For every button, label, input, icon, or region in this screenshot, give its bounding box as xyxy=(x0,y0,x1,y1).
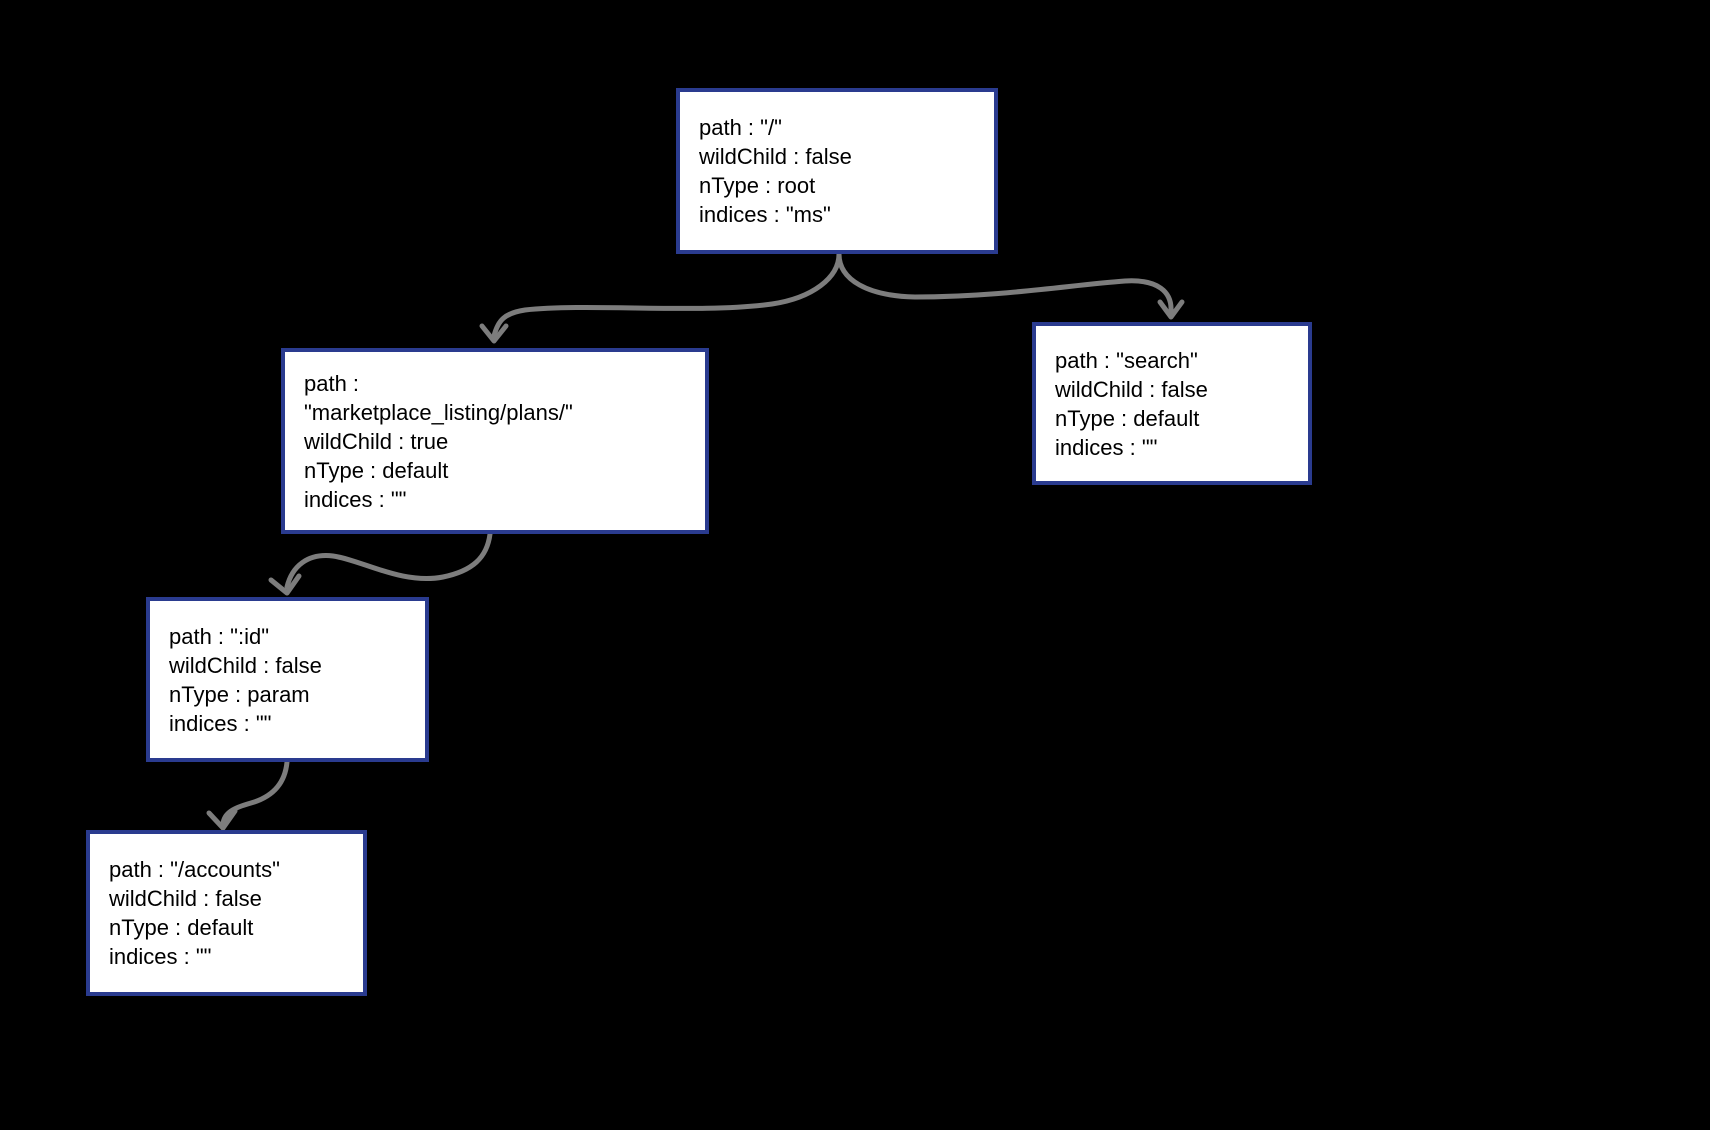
tree-node-accounts: path : "/accounts" wildChild : false nTy… xyxy=(86,830,367,996)
node-id-indices: indices : "" xyxy=(169,710,272,736)
node-id-wildchild: wildChild : false xyxy=(169,652,322,678)
node-marketplace-wildchild: wildChild : true xyxy=(304,428,449,454)
node-accounts-path: path : "/accounts" xyxy=(109,857,280,882)
tree-node-id-param: path : ":id" wildChild : false nType : p… xyxy=(146,597,429,762)
node-accounts-indices: indices : "" xyxy=(109,944,212,969)
node-root-path: path : "/" xyxy=(699,115,782,140)
arrowhead-root-to-search xyxy=(1157,299,1185,320)
node-root-wildchild: wildChild : false xyxy=(699,144,852,169)
arrowhead-root-to-marketplace xyxy=(479,323,509,344)
tree-node-marketplace-listing-plans: path : "marketplace_listing/plans/" wild… xyxy=(281,348,709,534)
edge-id-to-accounts xyxy=(220,759,290,827)
node-search-wildchild: wildChild : false xyxy=(1055,376,1208,402)
node-marketplace-path-value: "marketplace_listing/plans/" xyxy=(304,399,573,425)
node-accounts-wildchild: wildChild : false xyxy=(109,886,262,911)
node-marketplace-indices: indices : "" xyxy=(304,486,407,512)
node-marketplace-path-label: path : xyxy=(304,370,360,396)
node-root-ntype: nType : root xyxy=(699,173,816,198)
edge-marketplace-to-id xyxy=(284,531,493,590)
node-search-indices: indices : "" xyxy=(1055,434,1158,460)
arrowhead-marketplace-to-id xyxy=(268,573,302,596)
node-root-indices: indices : "ms" xyxy=(699,202,831,227)
edge-root-to-search xyxy=(836,251,1174,314)
node-id-path: path : ":id" xyxy=(169,623,270,649)
tree-node-root: path : "/" wildChild : false nType : roo… xyxy=(676,88,998,254)
node-marketplace-ntype: nType : default xyxy=(304,457,449,483)
node-search-path: path : "search" xyxy=(1055,347,1198,373)
node-accounts-ntype: nType : default xyxy=(109,915,254,940)
edge-root-to-marketplace xyxy=(491,251,842,339)
node-id-ntype: nType : param xyxy=(169,681,310,707)
arrowhead-id-to-accounts xyxy=(206,808,238,831)
node-search-ntype: nType : default xyxy=(1055,405,1200,431)
tree-node-search: path : "search" wildChild : false nType … xyxy=(1032,322,1312,485)
